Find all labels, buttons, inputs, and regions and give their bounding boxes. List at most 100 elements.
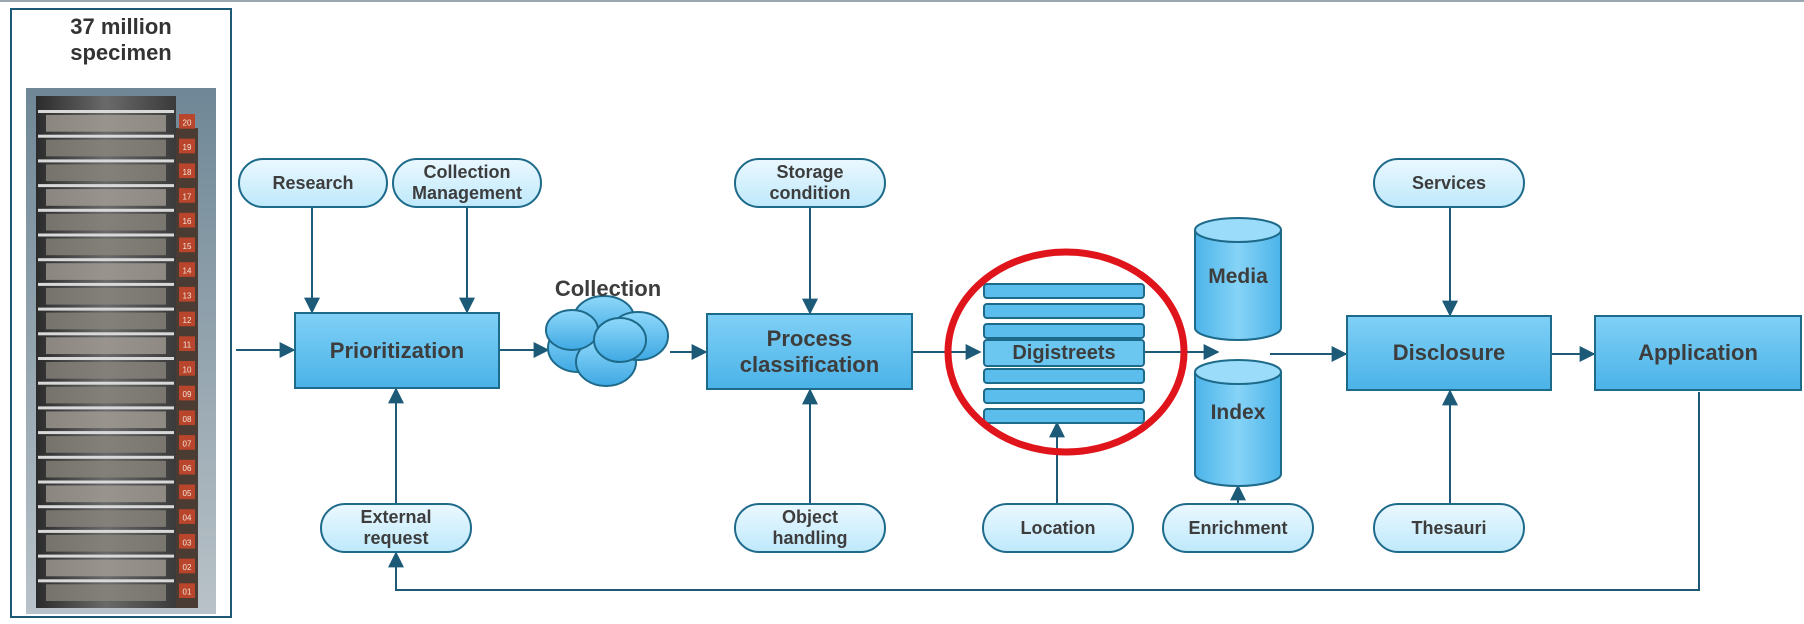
tower-floor-badge (179, 212, 195, 228)
tower-floor-slab (38, 406, 174, 410)
tower-floor-window (46, 287, 166, 305)
tower-floor-window (46, 534, 166, 552)
tower-floor-window (46, 411, 166, 429)
tower-floor-window (46, 584, 166, 601)
tower-floor-badge (179, 138, 195, 154)
tower-floor-number: 18 (183, 168, 192, 177)
tower-floor-number: 12 (183, 316, 192, 325)
tower-floor-badge (179, 385, 195, 401)
node-object-handling: Object handling (734, 503, 886, 553)
tower-floor-slab (38, 505, 174, 509)
tower-floor-number: 20 (183, 118, 192, 127)
tower-floor-window (46, 436, 166, 453)
tower-floor-window (46, 312, 166, 330)
tower-floor-slab (38, 134, 174, 138)
node-thesauri: Thesauri (1373, 503, 1525, 553)
tower-floor-window (46, 559, 166, 577)
tower-floor-window (46, 460, 166, 478)
node-disclosure: Disclosure (1346, 315, 1552, 391)
node-prioritization: Prioritization (294, 312, 500, 389)
tower-floor-number: 08 (183, 415, 192, 424)
media-cylinder (1194, 217, 1282, 341)
tower-floor-badge (179, 410, 195, 426)
tower-floor-slab (38, 381, 174, 385)
tower-floors (38, 110, 174, 601)
tower-floor-window (46, 115, 166, 132)
node-application: Application (1594, 315, 1802, 391)
tower-floor-slab (38, 307, 174, 311)
tower-floor-number: 01 (183, 588, 192, 597)
label-media: Media (1208, 265, 1268, 288)
node-collection-management: Collection Management (392, 158, 542, 208)
tower-floor-slab (38, 431, 174, 435)
node-research: Research (238, 158, 388, 208)
tower-floor-window (46, 510, 166, 527)
tower-floor-slab (38, 208, 174, 212)
tower-floor-badge (179, 286, 195, 302)
tower-floor-number: 02 (183, 563, 192, 572)
tower-floor-number: 19 (183, 143, 192, 152)
tower-floor-slab (38, 357, 174, 360)
tower-floor-number: 17 (183, 192, 192, 201)
tower-floor-number: 15 (183, 242, 192, 251)
tower-floor-badge (179, 163, 195, 179)
tower-floor-badge (179, 361, 195, 376)
tower-floor-slab (38, 184, 174, 188)
tower-floor-badge (179, 459, 195, 475)
node-process-classification: Process classification (706, 313, 913, 390)
tower-floor-slab (38, 529, 174, 533)
tower-floor-slab (38, 480, 174, 484)
digistreets-stack (983, 283, 1145, 424)
tower-floor-window (46, 485, 166, 503)
tower-floor-slab (38, 579, 174, 583)
tower-floor-slab (38, 233, 174, 237)
node-external-request: External request (320, 503, 472, 553)
tower-floor-window (46, 164, 166, 182)
tower-floor-window (46, 139, 166, 157)
tower-floor-badge (179, 188, 195, 203)
tower-floor-slab (38, 159, 174, 163)
tower-floor-badge (179, 533, 195, 549)
label-digistreets: Digistreets (1012, 341, 1116, 364)
node-storage-condition: Storage condition (734, 158, 886, 208)
tower-floor-slab (38, 282, 174, 286)
tower-floor-slab (38, 258, 174, 262)
tower-floor-slab (38, 110, 174, 113)
node-enrichment: Enrichment (1162, 503, 1314, 553)
tower-floor-badge (179, 558, 195, 574)
label-collection: Collection (554, 276, 662, 301)
tower-floor-number: 09 (183, 390, 192, 399)
tower-floor-window (46, 263, 166, 280)
index-cylinder (1194, 359, 1282, 487)
tower-floor-badge (179, 311, 195, 327)
tower-floor-badge (179, 114, 195, 129)
tower-floor-number: 03 (183, 538, 192, 547)
connector-lines (236, 207, 1700, 591)
tower-floor-window (46, 238, 166, 256)
tower-floor-number: 04 (183, 514, 192, 523)
tower-floor-number: 06 (183, 464, 192, 473)
tower-floor-window (46, 362, 166, 379)
top-border (0, 0, 1804, 2)
tower-floor-window (46, 337, 166, 354)
tower-floor-badge (179, 435, 195, 450)
tower-floor-window (46, 213, 166, 231)
tower-floor-number: 10 (183, 365, 192, 374)
tower-floor-slab (38, 455, 174, 459)
tower-floor-number: 05 (183, 489, 192, 498)
tower-floor-number: 14 (183, 267, 192, 276)
tower-title: 37 million specimen (70, 14, 172, 65)
tower-floor-badge (179, 484, 195, 500)
tower-floor-badge (179, 509, 195, 524)
tower-floor-badge (179, 237, 195, 253)
tower-floor-number: 13 (183, 291, 192, 300)
highlight-circle (944, 248, 1188, 456)
tower-floor-badge (179, 336, 195, 351)
label-index: Index (1210, 401, 1266, 424)
node-location: Location (982, 503, 1134, 553)
node-services: Services (1373, 158, 1525, 208)
